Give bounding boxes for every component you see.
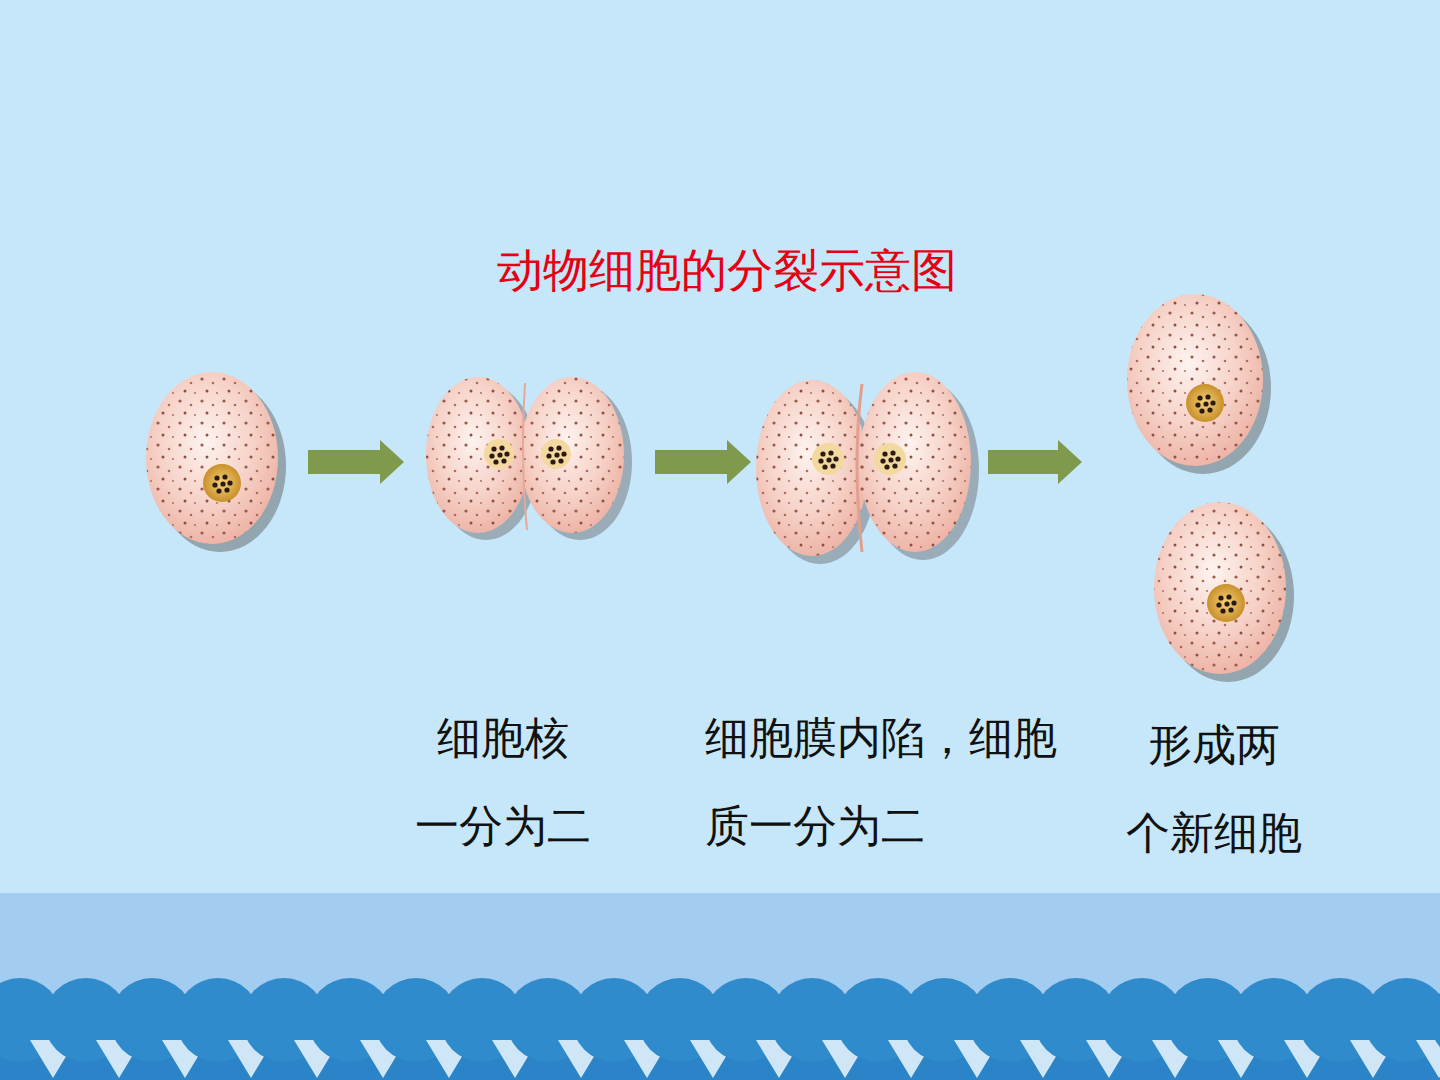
- parent-cell: [146, 372, 286, 552]
- step-caption: 细胞核 一分为二: [411, 694, 596, 870]
- diagram-title: 动物细胞的分裂示意图: [497, 240, 957, 300]
- dividing-cell-cytoplasm: [756, 372, 979, 564]
- dividing-cell-nucleus: [426, 377, 632, 540]
- daughter-cells: [1127, 294, 1294, 682]
- step-caption: 形成两 个新细胞: [1122, 701, 1307, 877]
- step-caption: 细胞膜内陷，细胞 质一分为二: [705, 694, 1075, 870]
- process-arrows: [308, 440, 1082, 484]
